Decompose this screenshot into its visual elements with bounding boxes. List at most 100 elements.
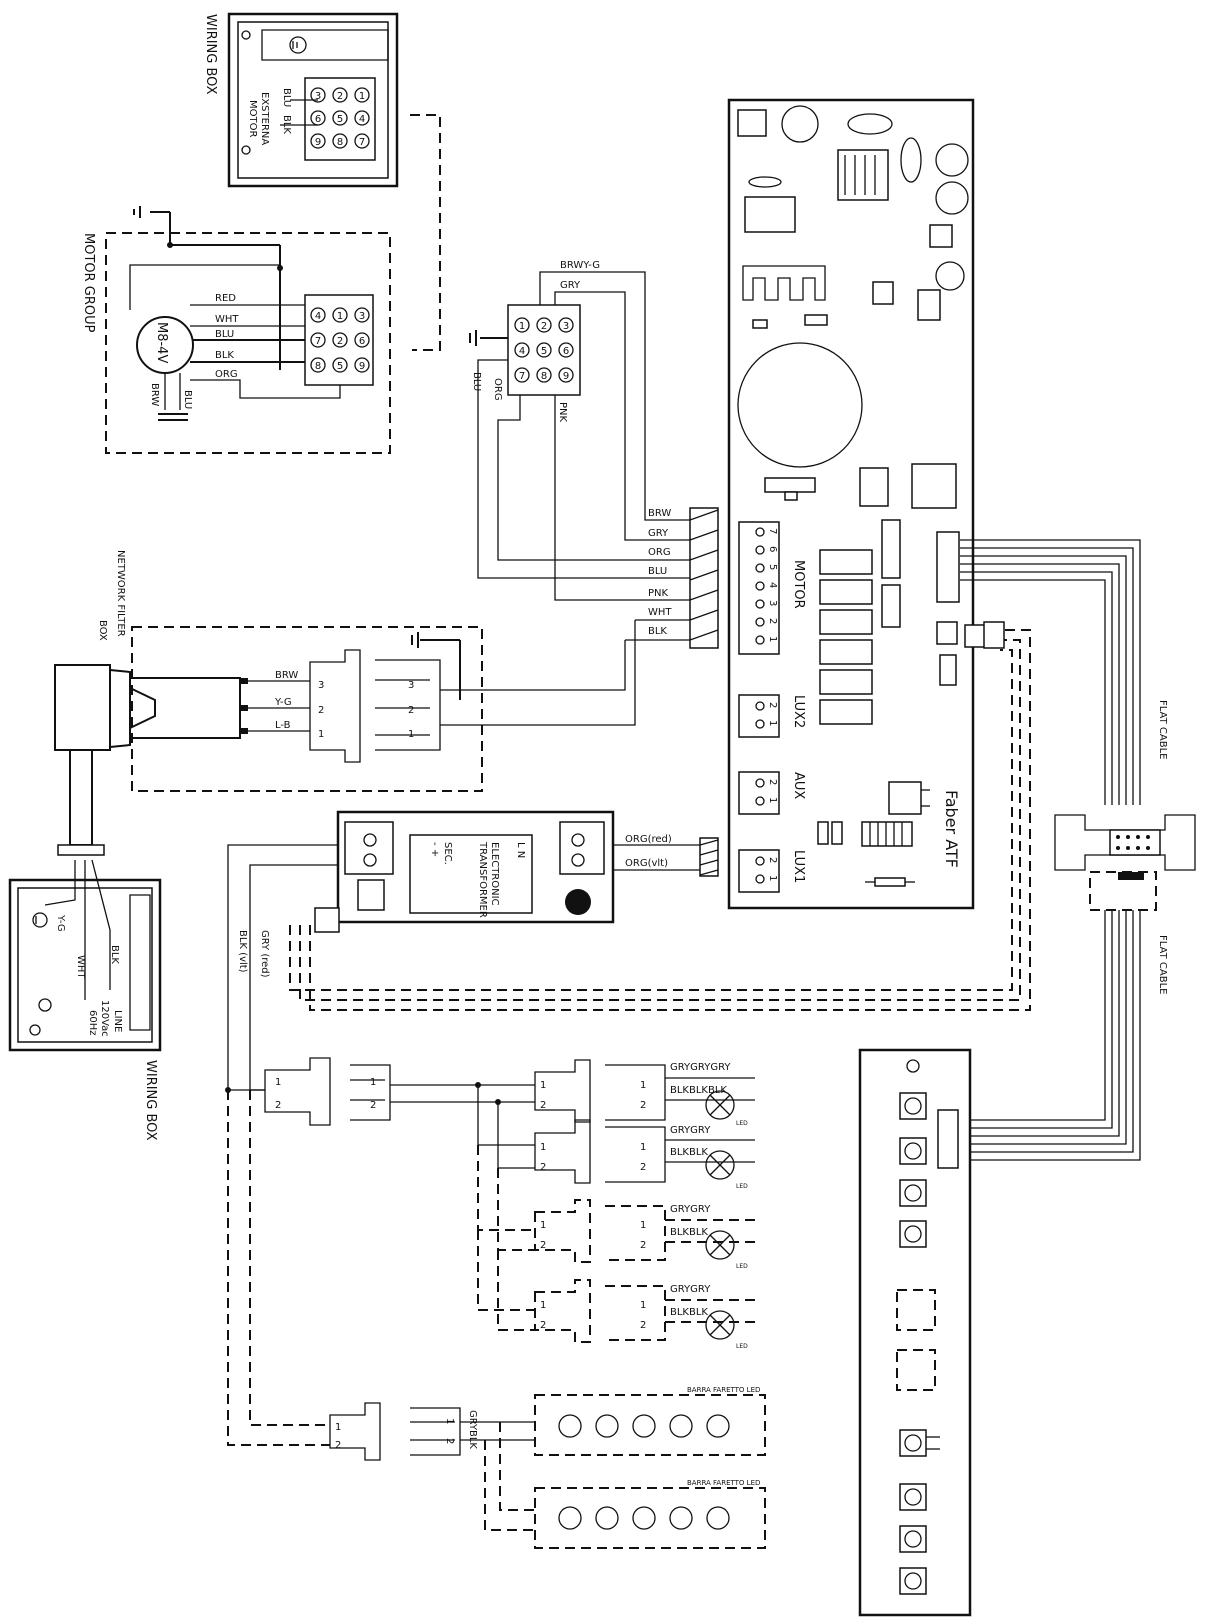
led-label: LED (736, 1120, 748, 1127)
pin-label: 1 (444, 1418, 455, 1424)
line-label: LINE (112, 1010, 123, 1032)
led-spot-1: 1 2 1 2 GRYGRYGRY BLKBLKBLK LED (534, 1059, 755, 1127)
pin-label: 5 (767, 564, 778, 570)
pin-label: 2 (337, 91, 343, 102)
pin-label: 1 (640, 1080, 646, 1091)
pin-label: 2 (337, 336, 343, 347)
pin-label: 1 (640, 1300, 646, 1311)
led-spot-2: 1 2 1 2 GRYGRY BLKBLK LED (534, 1119, 755, 1190)
wire-label: GRY (648, 528, 669, 539)
wire-label: Y-G (274, 697, 292, 708)
motor-terminal-label: MOTOR (791, 560, 806, 609)
pin-label: 4 (519, 346, 525, 357)
pin-label: 1 (335, 1422, 341, 1433)
pin-label: 2 (540, 1240, 546, 1251)
wire-label: BRWY-G (560, 260, 600, 271)
network-filter-box: NETWORK FILTER BOX BRW Y-G L-B 3 2 1 3 2… (54, 550, 636, 856)
wire-label: WHT (215, 314, 239, 325)
pin-label: 7 (315, 336, 321, 347)
led-label: LED (736, 1183, 748, 1190)
pin-label: 2 (767, 857, 778, 863)
led-icon (705, 1310, 735, 1340)
externa-label: EXSTERNA (259, 92, 270, 145)
wire-label: GRYGRY (670, 1204, 711, 1215)
pin-label: 5 (337, 114, 343, 125)
wire-label: GRY (467, 1410, 478, 1431)
ground-icon (289, 36, 307, 54)
pin-label: 1 (359, 91, 365, 102)
wire-label: WHT (75, 955, 86, 979)
transformer-ln: L N (515, 842, 526, 858)
led-spot-3: 1 2 1 2 GRYGRY BLKBLK LED (534, 1199, 755, 1270)
pin-label: 1 (640, 1220, 646, 1231)
wire-label: ORG(vlt) (625, 858, 668, 869)
wire-label: WHT (648, 607, 672, 618)
pin-label: 2 (370, 1100, 376, 1111)
wire-label: BRW (275, 670, 298, 681)
wire-label: PNK (648, 588, 669, 599)
pin-label: 7 (359, 137, 365, 148)
transformer-label: ELECTRONIC (489, 842, 500, 906)
wire-label: GRYGRY (670, 1284, 711, 1295)
pin-label: 2 (408, 705, 414, 716)
transformer-sec: SEC. (442, 842, 453, 865)
pin-label: 2 (640, 1162, 646, 1173)
pin-label: 1 (767, 797, 778, 803)
wire-label: BLU (471, 372, 482, 391)
central-9pin-connector: 3 2 1 6 5 4 9 8 7 BRWY-G GRY BLU ORG PNK (469, 260, 690, 601)
sec-polarity: - + (429, 842, 440, 857)
pin-label: 5 (337, 361, 343, 372)
pin-label: 6 (359, 336, 365, 347)
flat-cable-label: FLAT CABLE (1157, 700, 1168, 759)
pin-label: 2 (540, 1320, 546, 1331)
wire-label: ORG(red) (625, 834, 672, 845)
pin-label: 9 (563, 371, 569, 382)
wire-label: ORG (215, 369, 238, 380)
board-wire-labels: BRW GRY ORG BLU PNK WHT BLK (625, 507, 719, 649)
pin-label: 7 (767, 528, 778, 534)
led-label: LED (736, 1343, 748, 1350)
pin-label: 3 (359, 311, 365, 322)
wire-label: BRW (149, 383, 160, 406)
wire-label: BLK (281, 115, 292, 134)
led-branches: 1 2 1 2 1 2 1 2 GRYGRYGRY BLKBLKBLK (225, 1057, 766, 1549)
wiring-box-external-motor: 1 2 3 4 5 6 7 8 9 BLU BLK EXSTERNA MOTOR… (203, 12, 399, 188)
wire-label: PNK (557, 402, 568, 423)
pin-label: 4 (359, 114, 365, 125)
pin-label: 2 (640, 1100, 646, 1111)
optional-wire (410, 114, 441, 351)
pin-label: 3 (408, 680, 414, 691)
keypad-board (858, 1048, 972, 1617)
pin-label: 2 (540, 1100, 546, 1111)
aux-label: AUX (791, 772, 806, 799)
wire-label: BLK (109, 945, 120, 964)
motor-model: M8-4V (154, 322, 169, 363)
led-bar-label: BARRA FARETTO LED (687, 1479, 760, 1487)
pin-label: 1 (640, 1142, 646, 1153)
pin-label: 1 (540, 1080, 546, 1091)
wire-label: BLKBLK (670, 1227, 708, 1238)
wire-label: BLU (281, 88, 292, 107)
line-label: 60Hz (87, 1010, 98, 1036)
lux2-label: LUX2 (791, 695, 806, 728)
motor-group: MOTOR GROUP M8-4V RED WHT BLU BLK ORG BR… (81, 206, 391, 454)
wire-label: ORG (648, 547, 671, 558)
network-filter-label: NETWORK FILTER (115, 550, 126, 637)
wire-label: BLK (vlt) (237, 930, 248, 973)
pin-label: 2 (318, 705, 324, 716)
network-filter-label: BOX (97, 620, 108, 641)
flat-cable: FLAT CABLE FLAT CABLE (960, 539, 1196, 1161)
pin-label: 2 (640, 1240, 646, 1251)
pin-label: 1 (275, 1077, 281, 1088)
motor-label: MOTOR (247, 100, 258, 137)
wire-label: GRY (red) (259, 930, 270, 978)
led-bar-label: BARRA FARETTO LED (687, 1386, 760, 1394)
pin-label: 1 (337, 311, 343, 322)
wire-label: RED (215, 293, 236, 304)
pin-label: 1 (540, 1142, 546, 1153)
pin-label: 4 (315, 311, 321, 322)
pin-label: 3 (563, 321, 569, 332)
pin-label: 1 (767, 875, 778, 881)
pin-label: 8 (541, 371, 547, 382)
